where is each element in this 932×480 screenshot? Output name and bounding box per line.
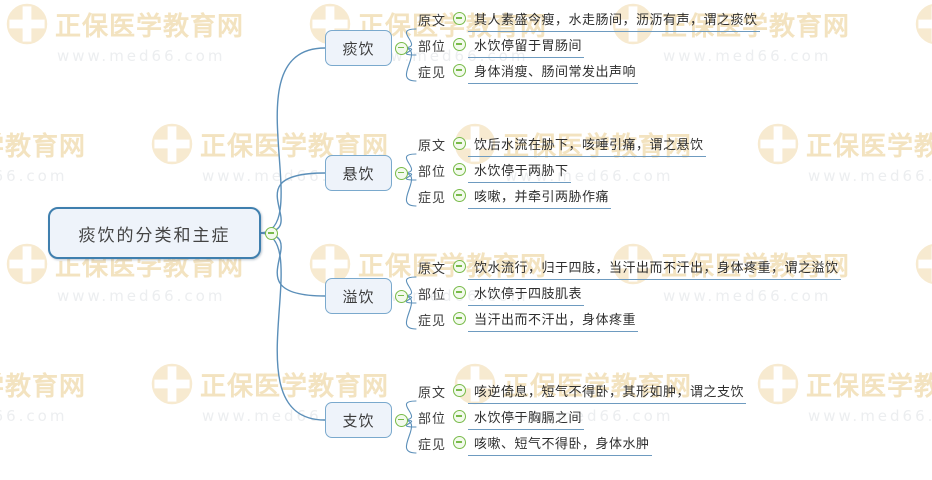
- leaf-collapse-toggle-icon[interactable]: [453, 38, 467, 51]
- leaf-text-wrap: 水饮停留于胃肠间: [468, 35, 585, 58]
- leaf-collapse-toggle-icon[interactable]: [453, 410, 467, 423]
- leaf-key-label: 症见: [418, 66, 447, 81]
- leaf-text-wrap: 身体消瘦、肠间常发出声响: [468, 61, 639, 84]
- leaf-text: 咳嗽、短气不得卧，身体水肿: [474, 437, 650, 452]
- leaf-text: 水饮停于两胁下: [474, 164, 569, 179]
- leaf-row[interactable]: 症见 咳嗽，并牵引两胁作痛: [418, 185, 612, 209]
- leaf-text: 其人素盛今瘦，水走肠间，沥沥有声，谓之痰饮: [474, 13, 758, 28]
- leaf-text-wrap: 其人素盛今瘦，水走肠间，沥沥有声，谓之痰饮: [468, 9, 760, 32]
- leaf-text: 当汗出而不汗出，身体疼重: [474, 313, 637, 328]
- leaf-collapse-toggle-icon[interactable]: [453, 64, 467, 77]
- branch-node-label: 痰饮: [342, 39, 375, 58]
- leaf-text: 水饮停于四肢肌表: [474, 287, 583, 302]
- leaf-key-label: 原文: [418, 262, 447, 277]
- leaf-text-wrap: 水饮停于四肢肌表: [468, 283, 585, 306]
- leaf-key-label: 症见: [418, 438, 447, 453]
- leaf-collapse-toggle-icon[interactable]: [453, 12, 467, 25]
- leaf-collapse-toggle-icon[interactable]: [453, 384, 467, 397]
- leaf-row[interactable]: 症见 身体消瘦、肠间常发出声响: [418, 60, 639, 84]
- leaf-row[interactable]: 症见 咳嗽、短气不得卧，身体水肿: [418, 432, 652, 456]
- leaf-text-wrap: 咳嗽、短气不得卧，身体水肿: [468, 433, 652, 456]
- leaf-text-wrap: 咳嗽，并牵引两胁作痛: [468, 186, 612, 209]
- leaf-collapse-toggle-icon[interactable]: [453, 436, 467, 449]
- branch-node-label: 溢饮: [342, 287, 375, 306]
- leaf-row[interactable]: 原文 其人素盛今瘦，水走肠间，沥沥有声，谓之痰饮: [418, 8, 760, 32]
- root-node[interactable]: 痰饮的分类和主症: [48, 207, 261, 259]
- leaf-text-wrap: 水饮停于两胁下: [468, 160, 571, 183]
- leaf-key-label: 症见: [418, 314, 447, 329]
- branch-node-4[interactable]: 支饮: [325, 402, 392, 438]
- leaf-key-label: 部位: [418, 288, 447, 303]
- leaf-key-label: 部位: [418, 165, 447, 180]
- leaf-key-label: 原文: [418, 14, 447, 29]
- leaf-row[interactable]: 原文 咳逆倚息，短气不得卧，其形如肿，谓之支饮: [418, 380, 747, 404]
- leaf-key-label: 原文: [418, 139, 447, 154]
- leaf-text-wrap: 水饮停于胸膈之间: [468, 407, 585, 430]
- leaf-row[interactable]: 部位 水饮停于两胁下: [418, 159, 571, 183]
- branch-collapse-toggle-icon[interactable]: [395, 289, 408, 303]
- leaf-row[interactable]: 原文 饮后水流在胁下，咳唾引痛，谓之悬饮: [418, 133, 706, 157]
- leaf-collapse-toggle-icon[interactable]: [453, 286, 467, 299]
- leaf-text: 饮水流行，归于四肢，当汗出而不汗出，身体疼重，谓之溢饮: [474, 261, 839, 276]
- branch-node-label: 悬饮: [342, 164, 375, 183]
- branch-node-3[interactable]: 溢饮: [325, 278, 392, 314]
- branch-collapse-toggle-icon[interactable]: [395, 41, 408, 55]
- leaf-collapse-toggle-icon[interactable]: [453, 163, 467, 176]
- leaf-collapse-toggle-icon[interactable]: [453, 189, 467, 202]
- branch-node-1[interactable]: 痰饮: [325, 30, 392, 66]
- leaf-collapse-toggle-icon[interactable]: [453, 260, 467, 273]
- leaf-collapse-toggle-icon[interactable]: [453, 312, 467, 325]
- leaf-key-label: 部位: [418, 412, 447, 427]
- leaf-row[interactable]: 症见 当汗出而不汗出，身体疼重: [418, 308, 639, 332]
- leaf-text: 咳逆倚息，短气不得卧，其形如肿，谓之支饮: [474, 385, 745, 400]
- root-node-label: 痰饮的分类和主症: [78, 225, 231, 246]
- leaf-text: 身体消瘦、肠间常发出声响: [474, 65, 637, 80]
- leaf-row[interactable]: 部位 水饮停于胸膈之间: [418, 406, 585, 430]
- branch-collapse-toggle-icon[interactable]: [395, 413, 408, 427]
- leaf-key-label: 原文: [418, 386, 447, 401]
- leaf-text-wrap: 饮水流行，归于四肢，当汗出而不汗出，身体疼重，谓之溢饮: [468, 257, 841, 280]
- branch-node-label: 支饮: [342, 411, 375, 430]
- leaf-text: 饮后水流在胁下，咳唾引痛，谓之悬饮: [474, 138, 704, 153]
- root-collapse-toggle-icon[interactable]: [265, 227, 278, 240]
- leaf-text: 水饮停留于胃肠间: [474, 39, 583, 54]
- branch-node-2[interactable]: 悬饮: [325, 155, 392, 191]
- leaf-text-wrap: 咳逆倚息，短气不得卧，其形如肿，谓之支饮: [468, 381, 747, 404]
- leaf-row[interactable]: 部位 水饮停于四肢肌表: [418, 282, 585, 306]
- leaf-collapse-toggle-icon[interactable]: [453, 137, 467, 150]
- leaf-key-label: 部位: [418, 40, 447, 55]
- leaf-row[interactable]: 原文 饮水流行，归于四肢，当汗出而不汗出，身体疼重，谓之溢饮: [418, 256, 841, 280]
- leaf-row[interactable]: 部位 水饮停留于胃肠间: [418, 34, 585, 58]
- leaf-text-wrap: 饮后水流在胁下，咳唾引痛，谓之悬饮: [468, 134, 706, 157]
- leaf-text-wrap: 当汗出而不汗出，身体疼重: [468, 309, 639, 332]
- leaf-text: 水饮停于胸膈之间: [474, 411, 583, 426]
- branch-collapse-toggle-icon[interactable]: [395, 166, 408, 180]
- leaf-text: 咳嗽，并牵引两胁作痛: [474, 190, 610, 205]
- leaf-key-label: 症见: [418, 191, 447, 206]
